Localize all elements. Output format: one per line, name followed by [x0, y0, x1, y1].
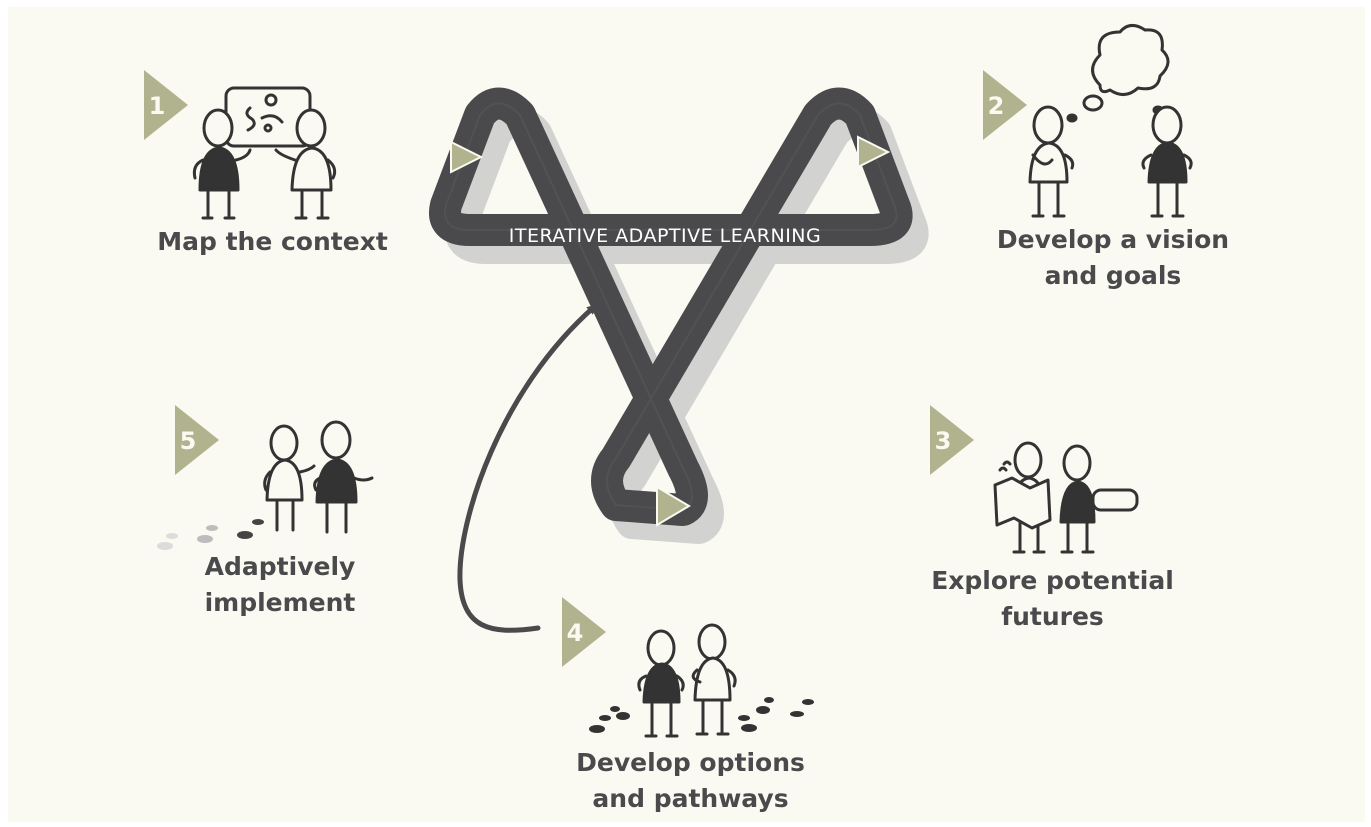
- direction-arrow-icon: [450, 140, 484, 174]
- loop-title: ITERATIVE ADAPTIVE LEARNING: [509, 225, 821, 247]
- person-light-icon: [263, 424, 316, 532]
- step-label-line: Map the context: [157, 227, 388, 256]
- step-3-label: Explore potential futures: [905, 563, 1200, 635]
- person-dark-icon: [637, 629, 685, 738]
- person-dark-icon: [192, 108, 252, 220]
- step-label-line: implement: [204, 588, 356, 617]
- footprints-icon: [157, 519, 264, 550]
- step-label-line: Adaptively: [204, 552, 356, 581]
- footprints-icon: [589, 697, 814, 733]
- step-label-line: and goals: [1044, 261, 1182, 290]
- badge-arrow-icon: [175, 405, 219, 475]
- step-3-illustration: [993, 441, 1139, 554]
- step-5-label: Adaptively implement: [170, 549, 390, 621]
- return-arrow: [457, 304, 597, 633]
- person-light-icon: [691, 623, 737, 736]
- step-2-illustration: [1028, 24, 1193, 218]
- step-number: 4: [567, 619, 584, 647]
- telescope-icon: [1091, 488, 1139, 512]
- badge-arrow-icon: [144, 70, 188, 140]
- step-2-label: Develop a vision and goals: [968, 222, 1258, 294]
- step-5-illustration: [157, 420, 374, 550]
- direction-arrow-icon: [857, 135, 891, 169]
- person-dark-icon: [1141, 105, 1193, 218]
- step-number: 1: [149, 92, 166, 120]
- step-label-line: Develop options: [576, 748, 805, 777]
- loop-direction-arrows: [450, 135, 891, 527]
- step-4-label: Develop options and pathways: [548, 745, 833, 817]
- step-label-line: Develop a vision: [996, 225, 1230, 254]
- step-1-label: Map the context: [130, 224, 415, 260]
- step-badge-4: 4: [562, 597, 606, 667]
- step-label-line: futures: [1001, 602, 1104, 631]
- loop-track: [429, 87, 913, 526]
- thought-bubble-icon: [1091, 24, 1170, 96]
- step-number: 2: [988, 92, 1005, 120]
- step-4-illustration: [589, 623, 814, 738]
- person-dark-icon: [313, 420, 374, 534]
- step-label-line: and pathways: [592, 784, 789, 813]
- person-light-icon: [1028, 105, 1075, 218]
- step-number: 3: [935, 427, 952, 455]
- person-dark-icon: [1059, 444, 1096, 554]
- step-badge-3: 3: [930, 405, 974, 475]
- step-1-illustration: [192, 86, 337, 220]
- badge-arrow-icon: [930, 405, 974, 475]
- map-icon: [993, 476, 1052, 530]
- step-number: 5: [180, 427, 197, 455]
- iterative-loop: ITERATIVE ADAPTIVE LEARNING: [429, 87, 929, 544]
- badge-arrow-icon: [562, 597, 606, 667]
- step-badge-2: 2: [983, 70, 1027, 140]
- step-badge-1: 1: [144, 70, 188, 140]
- direction-arrow-icon: [656, 485, 691, 527]
- person-light-icon: [274, 108, 337, 220]
- step-label-line: Explore potential: [931, 566, 1174, 595]
- badge-arrow-icon: [983, 70, 1027, 140]
- step-badge-5: 5: [175, 405, 219, 475]
